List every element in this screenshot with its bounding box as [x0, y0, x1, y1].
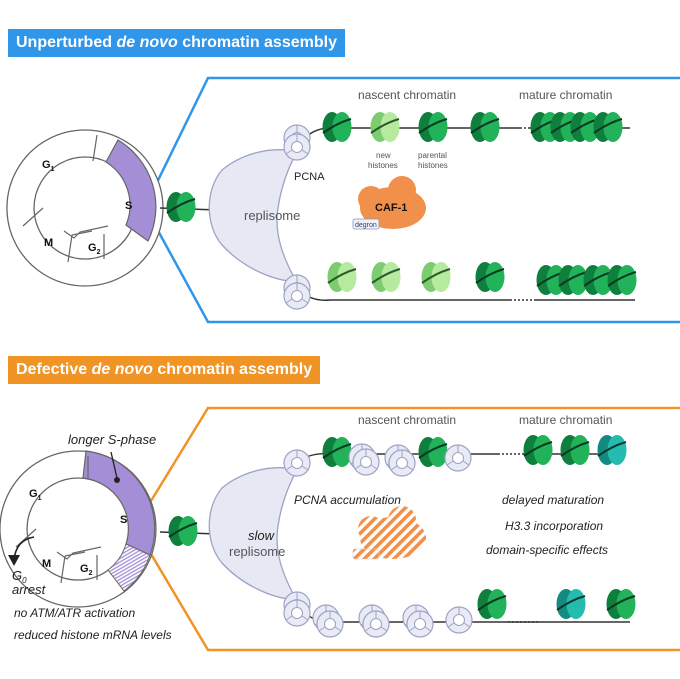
mature-nucleosome: [605, 588, 637, 620]
parental-nucleosome: [167, 515, 199, 547]
nucleosome: [476, 588, 508, 620]
caf1-complex: CAF-1 degron: [352, 176, 426, 230]
replisome-shape: [208, 149, 298, 282]
mature-chromatin-label: mature chromatin: [519, 413, 612, 427]
pcna-ring: [283, 133, 311, 161]
s-phase-segment: [105, 139, 157, 242]
no-atm-atr-label: no ATM/ATR activation: [14, 606, 135, 620]
mature-nucleosome: [606, 264, 638, 296]
pcna-ring: [406, 610, 434, 638]
mature-nucleosome: [557, 264, 589, 296]
bottom-panel: G1 S M G2 longer S-phase G0 arrest no AT…: [0, 406, 680, 652]
longer-s-phase-label: longer S-phase: [68, 432, 156, 447]
degron-label: degron: [355, 222, 377, 229]
nascent-chromatin-label: nascent chromatin: [358, 88, 456, 102]
caf1-label: CAF-1: [375, 202, 407, 214]
pcna-accumulation-label: PCNA accumulation: [294, 493, 401, 507]
g1-label: G1: [29, 488, 42, 502]
replisome-label: replisome: [244, 208, 300, 223]
g1-label: G1: [42, 159, 55, 173]
pcna-ring: [283, 282, 311, 310]
top-panel: G1 S M G2 replisome PCNA: [6, 76, 680, 324]
g2-label: G2: [80, 563, 93, 577]
nucleosome: [321, 111, 353, 143]
s-label: S: [125, 200, 132, 212]
pcna-ring: [362, 610, 390, 638]
new-histones-label-2: histones: [368, 161, 398, 170]
h33-nucleosome: [596, 434, 628, 466]
reduced-histone-label: reduced histone mRNA levels: [14, 628, 172, 642]
banner-italic: de novo: [116, 34, 178, 51]
nucleosome: [417, 436, 449, 468]
m-label: M: [44, 237, 53, 249]
pcna-ring: [444, 444, 472, 472]
mature-chromatin-label: mature chromatin: [519, 88, 612, 102]
pcna-ring: [283, 599, 311, 627]
pcna-ring: [283, 449, 311, 477]
pcna-ring: [445, 606, 473, 634]
replisome-shape: [208, 467, 298, 600]
parental-histones-label-2: histones: [418, 161, 448, 170]
banner-text: Unperturbed: [16, 34, 117, 51]
replisome-label: replisome: [229, 544, 285, 559]
domain-effects-label: domain-specific effects: [486, 543, 608, 557]
s-phase-segment: [82, 450, 156, 556]
h33-nucleosome: [555, 588, 587, 620]
nucleosome: [469, 111, 501, 143]
m-label: M: [42, 558, 51, 570]
new-histone-nucleosome: [420, 261, 452, 293]
s-label: S: [120, 514, 127, 526]
parental-nucleosome: [165, 191, 197, 223]
new-histone-nucleosome: [369, 111, 401, 143]
degron-tag: [352, 218, 380, 230]
g2-label: G2: [88, 242, 101, 256]
banner-text: Defective: [16, 361, 92, 378]
banner-text-end: chromatin assembly: [177, 34, 337, 51]
pcna-ring: [316, 610, 344, 638]
nucleosome: [474, 261, 506, 293]
arrest-label: arrest: [12, 582, 47, 597]
pcna-ring: [388, 449, 416, 477]
pcna-ring: [352, 448, 380, 476]
top-cell-cycle: G1 S M G2: [6, 129, 164, 287]
new-histone-nucleosome: [326, 261, 358, 293]
mature-nucleosome: [522, 434, 554, 466]
mature-nucleosome: [559, 434, 591, 466]
new-histone-nucleosome: [370, 261, 402, 293]
delayed-maturation-label: delayed maturation: [502, 493, 604, 507]
g0-label: G0: [12, 568, 27, 585]
slow-replisome-label: slow: [248, 528, 276, 543]
parental-histones-label: parental: [418, 151, 447, 160]
nascent-chromatin-label: nascent chromatin: [358, 413, 456, 427]
mature-nucleosome: [592, 111, 624, 143]
h33-incorporation-label: H3.3 incorporation: [505, 519, 603, 533]
degraded-caf1: [352, 506, 426, 560]
bottom-cell-cycle: G1 S M G2: [0, 450, 157, 608]
banner-italic: de novo: [91, 361, 153, 378]
defective-banner: Defective de novo chromatin assembly: [8, 356, 321, 384]
nucleosome: [321, 436, 353, 468]
pcna-label: PCNA: [294, 171, 325, 183]
unperturbed-banner: Unperturbed de novo chromatin assembly: [8, 29, 345, 57]
banner-text-end: chromatin assembly: [152, 361, 313, 378]
parental-histone-nucleosome: [417, 111, 449, 143]
new-histones-label: new: [376, 151, 391, 160]
